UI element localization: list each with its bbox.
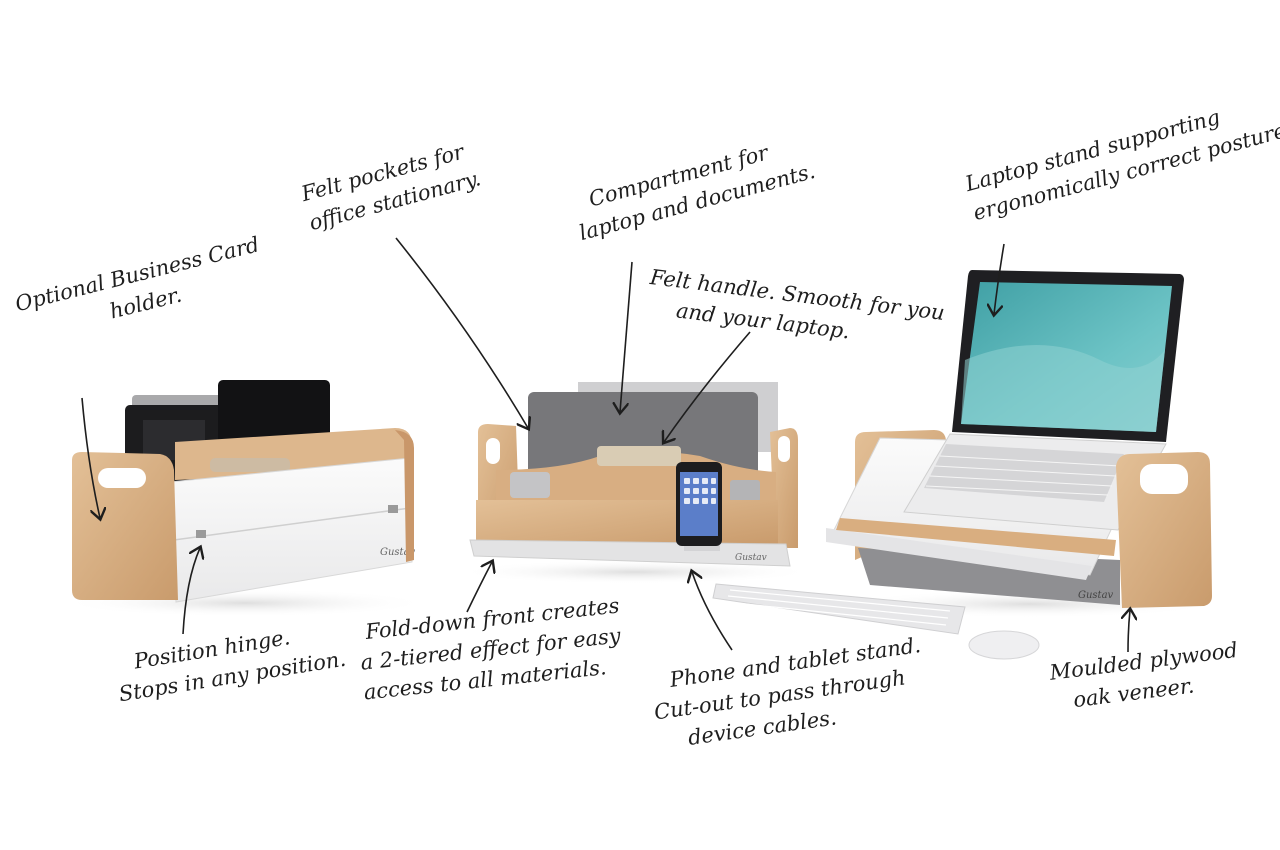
oak-side-panel	[1116, 452, 1212, 608]
keyboard	[712, 583, 966, 635]
arrow-plywood	[1128, 610, 1130, 653]
organizer-left: Gustav	[60, 380, 430, 617]
handle-cutout	[1140, 464, 1188, 494]
arrow-phone-stand	[692, 572, 733, 651]
arrow-felt-pockets	[395, 237, 528, 428]
hinge-right	[388, 505, 398, 513]
oak-side-panel	[72, 452, 178, 600]
arrow-fold-down	[466, 562, 492, 613]
brand-mark: Gustav	[380, 547, 416, 558]
brand-mark: Gustav	[735, 553, 767, 563]
arrow-business-card	[81, 397, 100, 518]
mouse	[968, 630, 1040, 660]
annotation-arrows	[81, 237, 1130, 653]
brand-mark: Gustav	[1078, 590, 1114, 601]
hinge-left	[196, 530, 206, 538]
arrow-felt-handle	[664, 331, 751, 442]
organizer-center: Gustav	[455, 382, 815, 584]
arrow-hinge	[182, 548, 200, 635]
arrow-laptop-stand	[994, 243, 1005, 314]
handle-cutout	[98, 468, 146, 488]
white-front-panel	[169, 457, 413, 603]
felt-handle	[597, 446, 681, 466]
arrow-compartment	[620, 261, 633, 412]
